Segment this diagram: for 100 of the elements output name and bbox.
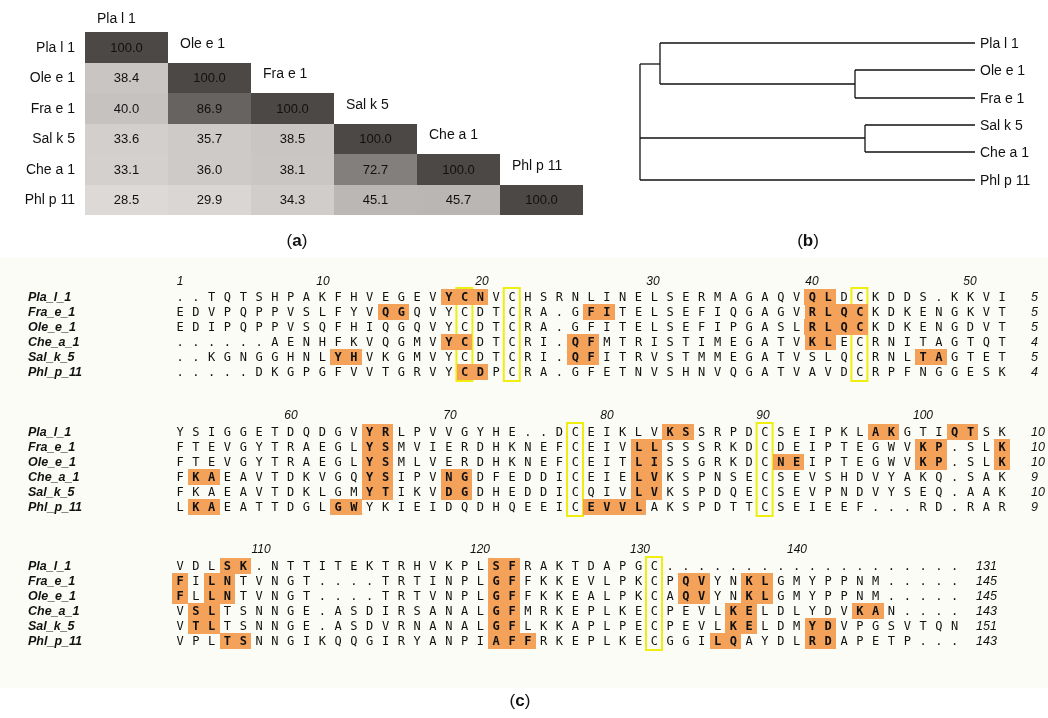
identity-cell: 33.6 (85, 123, 168, 154)
sequence-name: Pla_l_1 (28, 424, 72, 440)
sequence-row: . . . . . . A E N H F K V Q G M V Y C D T C R I . Q F M T R I S T I M E G A T V K L E C R N I T A G T Q T (176, 334, 1007, 350)
identity-cell: 100.0 (85, 32, 168, 63)
identity-cell: 86.9 (168, 93, 251, 124)
identity-cell: 100.0 (417, 154, 500, 185)
sequence-name: Ole_e_1 (28, 588, 76, 604)
leaf-label: Phl p 11 (980, 172, 1031, 188)
sequence-name: Che_a_1 (28, 469, 80, 485)
sequence-row: E D I P Q P P V S Q F H I Q G Q V Y C D T C R A . G F I T E L S E F I P G A S L R L Q C K D K E N G D V T (176, 319, 1007, 335)
identity-cell: 38.1 (251, 154, 334, 185)
position-number: 120 (470, 541, 490, 557)
identity-cell: 38.5 (251, 123, 334, 154)
column-header: Ole e 1 (180, 35, 226, 51)
sequence-name: Fra_e_1 (28, 304, 76, 320)
identity-cell: 72.7 (334, 154, 417, 185)
sequence-length: 145 (976, 573, 997, 589)
row-header: Phl p 11 (24, 192, 75, 208)
position-number: 10 (316, 273, 330, 289)
sequence-length: 143 (976, 633, 997, 649)
sequence-row: F T E V G Y T R A E G L Y S M V I E R D H K N E F C E I V L L S S S R K D C D E I P T E G W V K P . S L K (176, 439, 1007, 455)
identity-cell: 100.0 (500, 184, 583, 215)
sequence-name: Phl_p_11 (28, 633, 82, 649)
identity-cell: 38.4 (85, 62, 168, 93)
identity-cell: 29.9 (168, 184, 251, 215)
sequence-row: E D V P Q P P V S L F Y V Q G Q V Y C D T C R A . G F I T E L S E F I Q G A G V R L Q C K D K E N G K V T (176, 304, 1007, 320)
sequence-row: Y S I G G E T D Q D G V Y R L P V V G Y H E . . D C E I K L V K S S R P D C S E I P K L A K G T I Q T S K (176, 424, 1007, 440)
identity-cell: 28.5 (85, 184, 168, 215)
identity-cell: 33.1 (85, 154, 168, 185)
panel-label: (c) (509, 692, 531, 708)
sequence-name: Ole_e_1 (28, 319, 76, 335)
sequence-name: Pla_l_1 (28, 289, 72, 305)
identity-cell: 36.0 (168, 154, 251, 185)
position-number: 130 (630, 541, 650, 557)
sequence-length: 10 (1031, 439, 1045, 455)
sequence-name: Che_a_1 (28, 334, 80, 350)
identity-cell: 100.0 (168, 62, 251, 93)
leaf-label: Che a 1 (980, 144, 1030, 160)
sequence-name: Fra_e_1 (28, 573, 76, 589)
sequence-name: Sal_k_5 (28, 484, 75, 500)
position-number: 30 (646, 273, 660, 289)
column-header: Che a 1 (429, 127, 479, 143)
sequence-row: F K A E A V T D K L G M Y T I K V D G D H E D D I C Q I V L V K S P D Q E C S E V P N D V Y S E Q . A A K (176, 484, 1007, 500)
position-number: 40 (805, 273, 819, 289)
position-number: 1 (176, 273, 184, 289)
sequence-length: 143 (976, 603, 997, 619)
row-header: Che a 1 (25, 161, 75, 177)
column-header: Pla l 1 (97, 10, 136, 26)
sequence-name: Che_a_1 (28, 603, 80, 619)
row-header: Sal k 5 (32, 131, 75, 147)
sequence-length: 4 (1031, 364, 1038, 380)
sequence-name: Ole_e_1 (28, 454, 76, 470)
sequence-length: 5 (1031, 289, 1038, 305)
sequence-length: 10 (1031, 454, 1045, 470)
sequence-name: Phl_p_11 (28, 364, 82, 380)
position-number: 80 (600, 407, 614, 423)
sequence-row: . . K G N G G H N L Y H V K G M V Y C D T C R I . Q F I T R V S T M M E G A T V S L Q C R N L T A G T E T (176, 349, 1007, 365)
position-number: 100 (913, 407, 933, 423)
column-header: Fra e 1 (263, 66, 308, 82)
position-number: 70 (443, 407, 457, 423)
sequence-length: 5 (1031, 319, 1038, 335)
sequence-row: V S L T S N N G E . A S D I R S A N A L G F M R K E P L K E C P E V L K E L D L Y D V K A N . . . . (176, 603, 959, 619)
sequence-name: Pla_l_1 (28, 558, 72, 574)
identity-cell: 40.0 (85, 93, 168, 124)
position-number: 20 (475, 273, 489, 289)
sequence-length: 5 (1031, 304, 1038, 320)
sequence-row: V T L T S N N G E . A S D V R N A N A L G F L K K A P L P E C P E V L K E L D M Y D V P G S V T Q N (176, 618, 959, 634)
identity-cell: 45.7 (417, 184, 500, 215)
leaf-label: Fra e 1 (980, 90, 1025, 106)
sequence-row: F K A E A V T D K V G Q Y S I P V N G D F E D D I C E I E L V K S P N S E C S E V S H D V Y A K Q . S A K (176, 469, 1007, 485)
leaf-label: Pla l 1 (980, 35, 1019, 51)
row-header: Fra e 1 (30, 100, 75, 116)
sequence-row: . . . . . D K G P G F V V T G R V Y C D P C R A . G F E T N V S H N V Q G A T V A V D C R P F N G G E S K (176, 364, 1007, 380)
leaf-label: Ole e 1 (980, 62, 1026, 78)
sequence-row: F T E V G Y T R A E G L Y S M L V E R D H K N E F C E I T L I S S G R K D C N E I P T E G W V K P . S L K (176, 454, 1007, 470)
sequence-length: 4 (1031, 334, 1038, 350)
sequence-length: 9 (1031, 469, 1038, 485)
identity-cell: 35.7 (168, 123, 251, 154)
position-number: 140 (787, 541, 807, 557)
sequence-name: Fra_e_1 (28, 439, 76, 455)
sequence-length: 151 (976, 618, 997, 634)
sequence-length: 131 (976, 558, 997, 574)
identity-cell: 45.1 (334, 184, 417, 215)
panel-label: (b) (797, 232, 819, 248)
sequence-length: 9 (1031, 499, 1038, 515)
position-number: 90 (756, 407, 770, 423)
identity-cell: 34.3 (251, 184, 334, 215)
leaf-label: Sal k 5 (980, 117, 1023, 133)
sequence-row: V P L T S N N G I K Q Q G I R Y A N P I A F F R K E P L K E C G G I L Q A Y D L R D A P E T P . . . (176, 633, 959, 649)
sequence-name: Sal_k_5 (28, 618, 75, 634)
sequence-row: V D L S K . N T T I T E K T R H V K P L S F R A K T D A P G C . . . . . . . . . . . . . . . . . . . (176, 558, 959, 574)
sequence-row: L K A E A T T D G L G W Y K I E I D Q D H Q E E I C E V V L A K S P D T T C S E I E E F . . . R D . R A R (176, 499, 1007, 515)
row-header: Ole e 1 (29, 70, 75, 86)
sequence-length: 145 (976, 588, 997, 604)
column-header: Phl p 11 (512, 157, 563, 173)
position-number: 60 (284, 407, 298, 423)
sequence-length: 10 (1031, 484, 1045, 500)
position-number: 50 (963, 273, 977, 289)
identity-cell: 100.0 (334, 123, 417, 154)
column-header: Sal k 5 (346, 96, 389, 112)
